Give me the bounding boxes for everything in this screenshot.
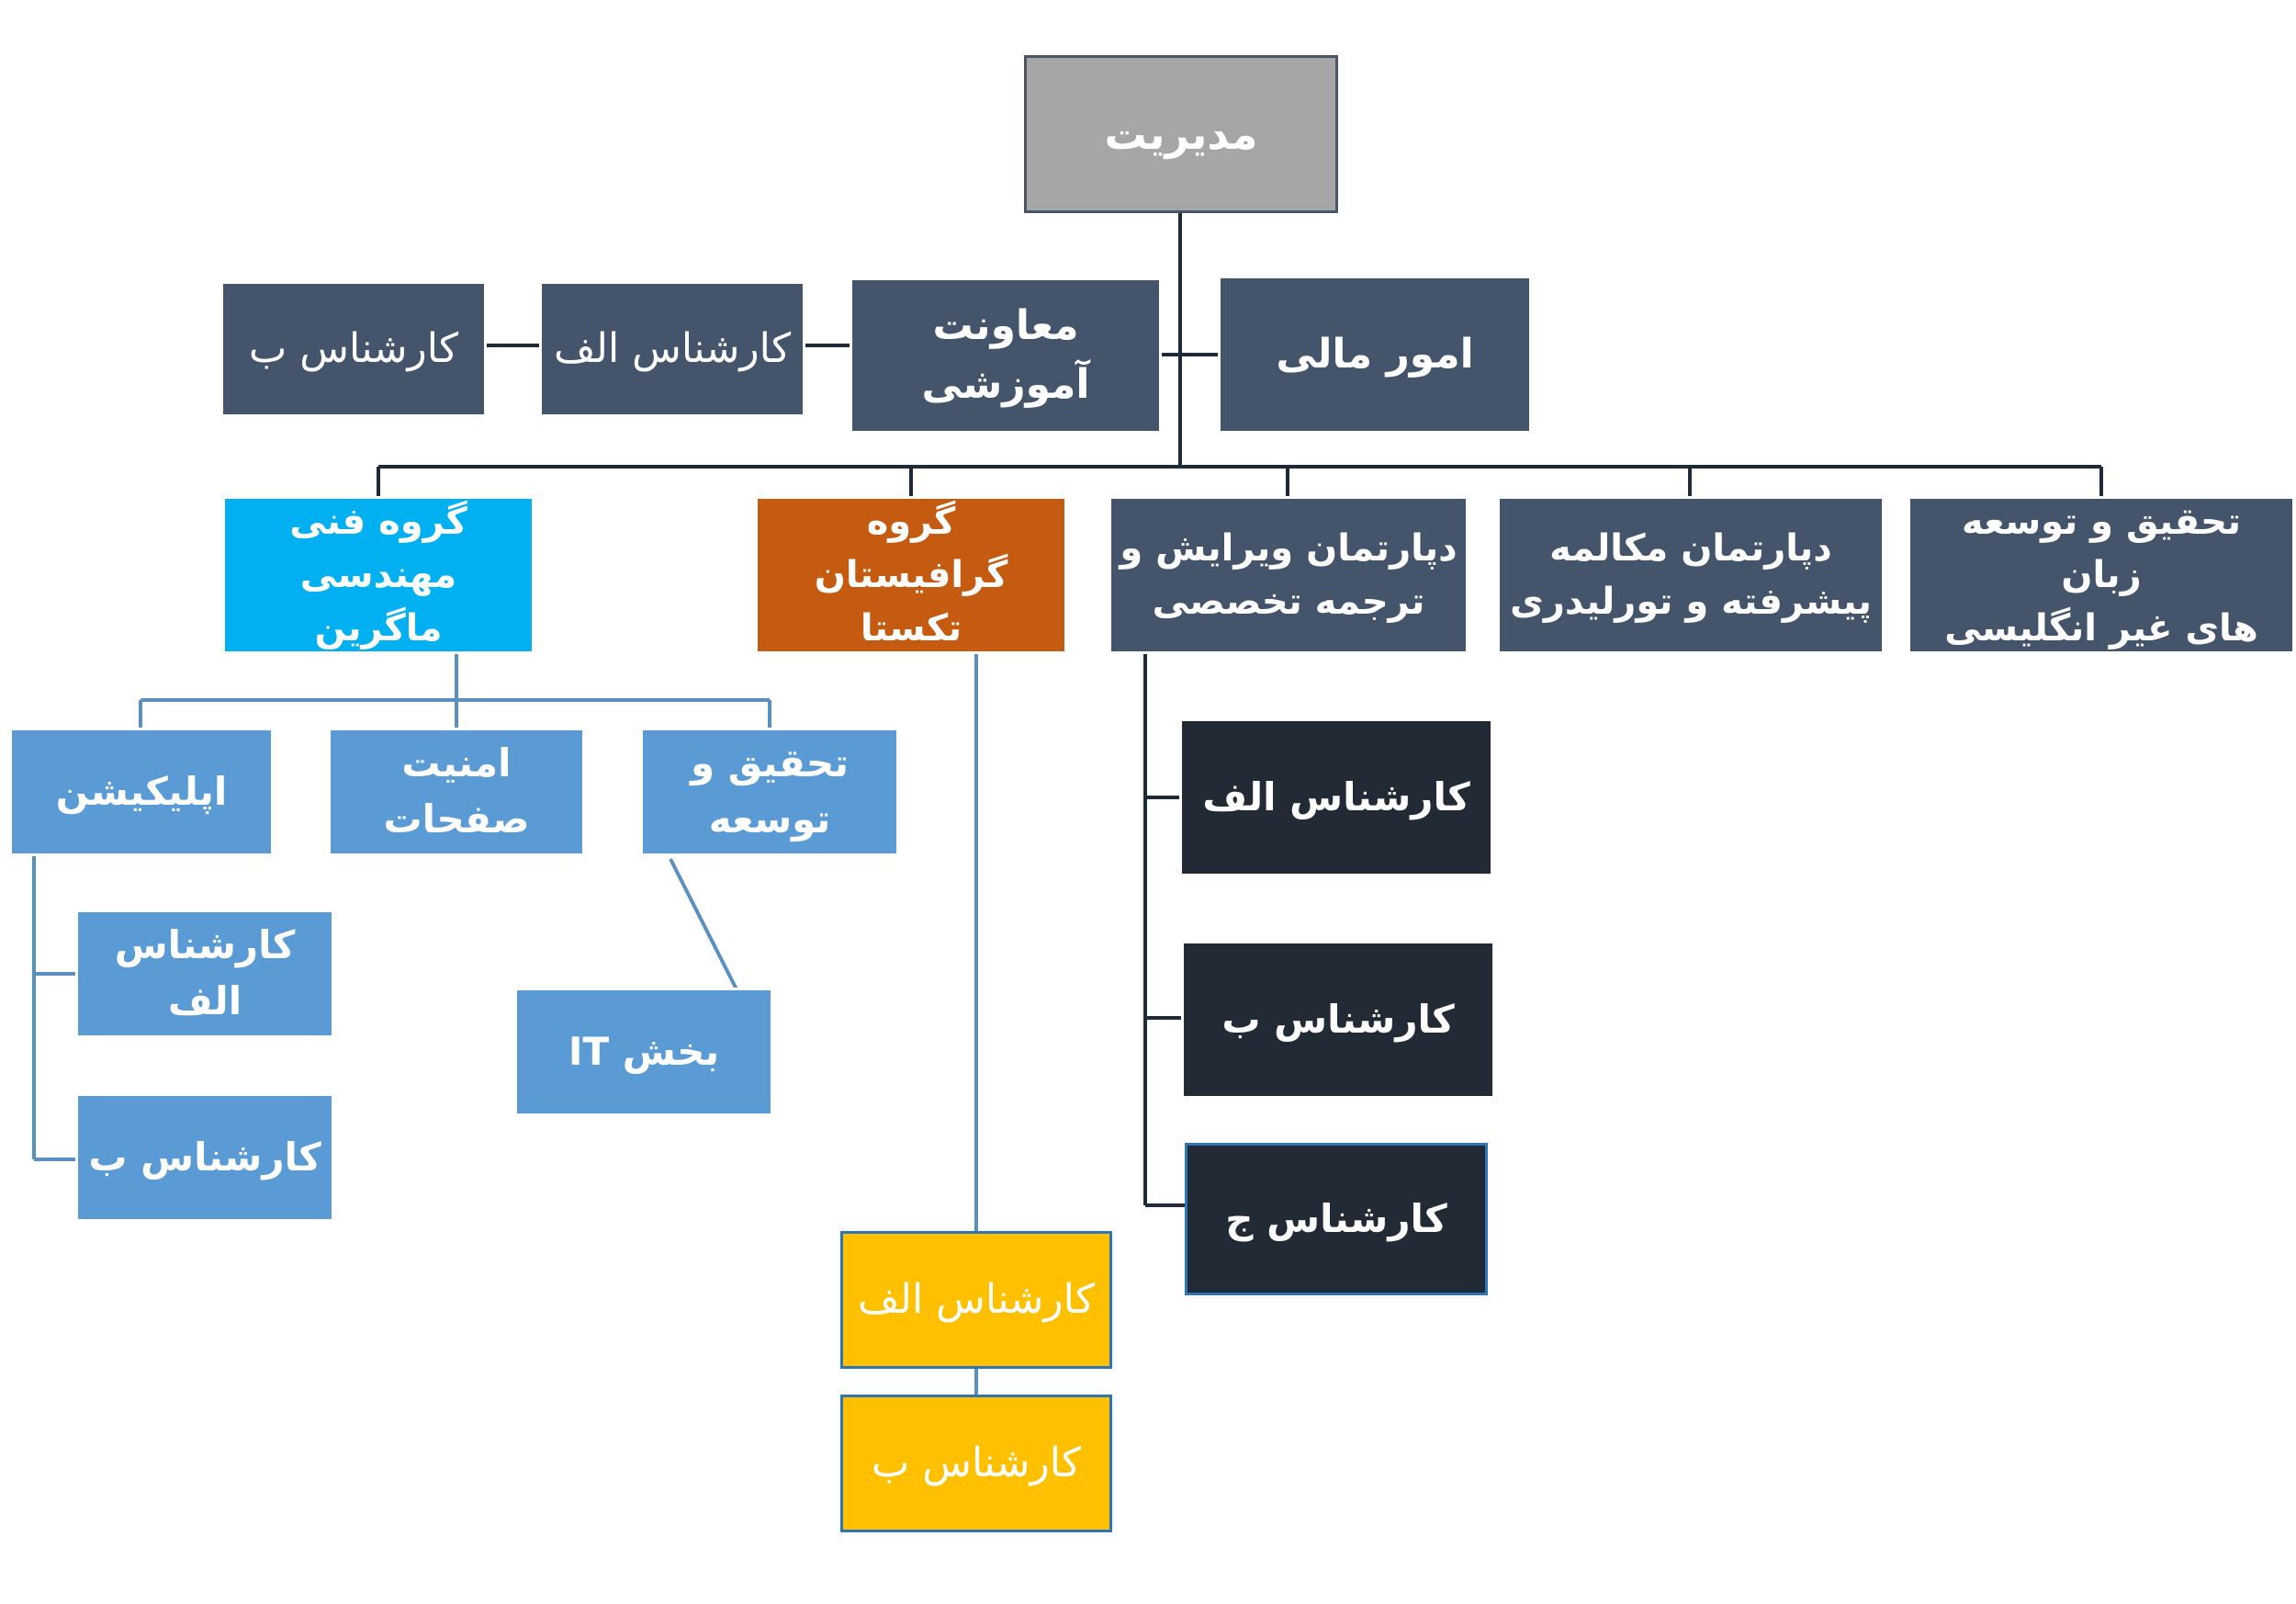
rnd-non-english-node[interactable]: تحقیق و توسعه زبان های غیر انگلیسی <box>1908 496 2295 654</box>
app-expert-a-label: کارشناس الف <box>114 922 296 1023</box>
edu-expert-b-label: کارشناس ب <box>248 325 459 373</box>
translation-expert-a-node[interactable]: کارشناس الف <box>1179 718 1493 876</box>
translation-expert-c-node[interactable]: کارشناس ج <box>1185 1143 1488 1295</box>
dept-conversation-label: دپارتمان مکالمه پیشرفته و تورلیدری <box>1510 527 1872 623</box>
rnd-non-english-label: تحقیق و توسعه زبان های غیر انگلیسی <box>1944 501 2258 650</box>
dept-conversation-node[interactable]: دپارتمان مکالمه پیشرفته و تورلیدری <box>1497 496 1885 654</box>
app-expert-b-node[interactable]: کارشناس ب <box>75 1093 334 1222</box>
it-section-label: بخش IT <box>568 1028 720 1074</box>
graphics-group-node[interactable]: گروه گرافیستان تکستا <box>755 496 1067 654</box>
root-label: مدیریت <box>1104 108 1258 159</box>
dark-connectors <box>377 211 2103 1207</box>
translation-expert-b-node[interactable]: کارشناس ب <box>1181 941 1495 1099</box>
finance-node[interactable]: امور مالی <box>1218 276 1532 434</box>
edu-expert-a-node[interactable]: کارشناس الف <box>539 281 805 417</box>
edu-expert-a-label: کارشناس الف <box>553 325 792 373</box>
app-expert-a-node[interactable]: کارشناس الف <box>75 909 334 1038</box>
edu-deputy-label: معاونت آموزشی <box>921 302 1090 408</box>
it-section-node[interactable]: بخش IT <box>514 988 773 1116</box>
graphics-group-label: گروه گرافیستان تکستا <box>814 501 1008 650</box>
tech-application-node[interactable]: اپلیکیشن <box>9 728 274 856</box>
tech-security-node[interactable]: امنیت صفحات <box>328 728 585 856</box>
edu-expert-b-node[interactable]: کارشناس ب <box>220 281 487 417</box>
tech-application-label: اپلیکیشن <box>55 768 228 814</box>
tech-rnd-node[interactable]: تحقیق و توسعه <box>640 728 899 856</box>
graphics-expert-a-node[interactable]: کارشناس الف <box>840 1231 1112 1369</box>
edu-deputy-node[interactable]: معاونت آموزشی <box>850 277 1162 434</box>
app-expert-b-label: کارشناس ب <box>88 1134 321 1180</box>
graphics-expert-b-label: کارشناس ب <box>871 1440 1082 1487</box>
root-node[interactable]: مدیریت <box>1024 55 1338 213</box>
translation-expert-a-label: کارشناس الف <box>1202 774 1470 819</box>
tech-rnd-label: تحقیق و توسعه <box>691 740 849 842</box>
it-section-link-line <box>669 858 738 990</box>
graphics-expert-b-node[interactable]: کارشناس ب <box>840 1395 1112 1532</box>
blue-connectors <box>32 652 978 1395</box>
tech-group-label: گروه فنی مهندسی ماگرین <box>289 501 467 650</box>
translation-expert-c-label: کارشناس ج <box>1225 1195 1447 1241</box>
graphics-expert-a-label: کارشناس الف <box>857 1276 1096 1324</box>
translation-expert-b-label: کارشناس ب <box>1221 996 1455 1042</box>
tech-group-node[interactable]: گروه فنی مهندسی ماگرین <box>222 496 535 654</box>
tech-security-label: امنیت صفحات <box>383 740 530 842</box>
finance-label: امور مالی <box>1276 331 1474 378</box>
dept-translation-label: دپارتمان ویرایش و ترجمه تخصصی <box>1120 527 1458 623</box>
dept-translation-node[interactable]: دپارتمان ویرایش و ترجمه تخصصی <box>1109 496 1469 654</box>
